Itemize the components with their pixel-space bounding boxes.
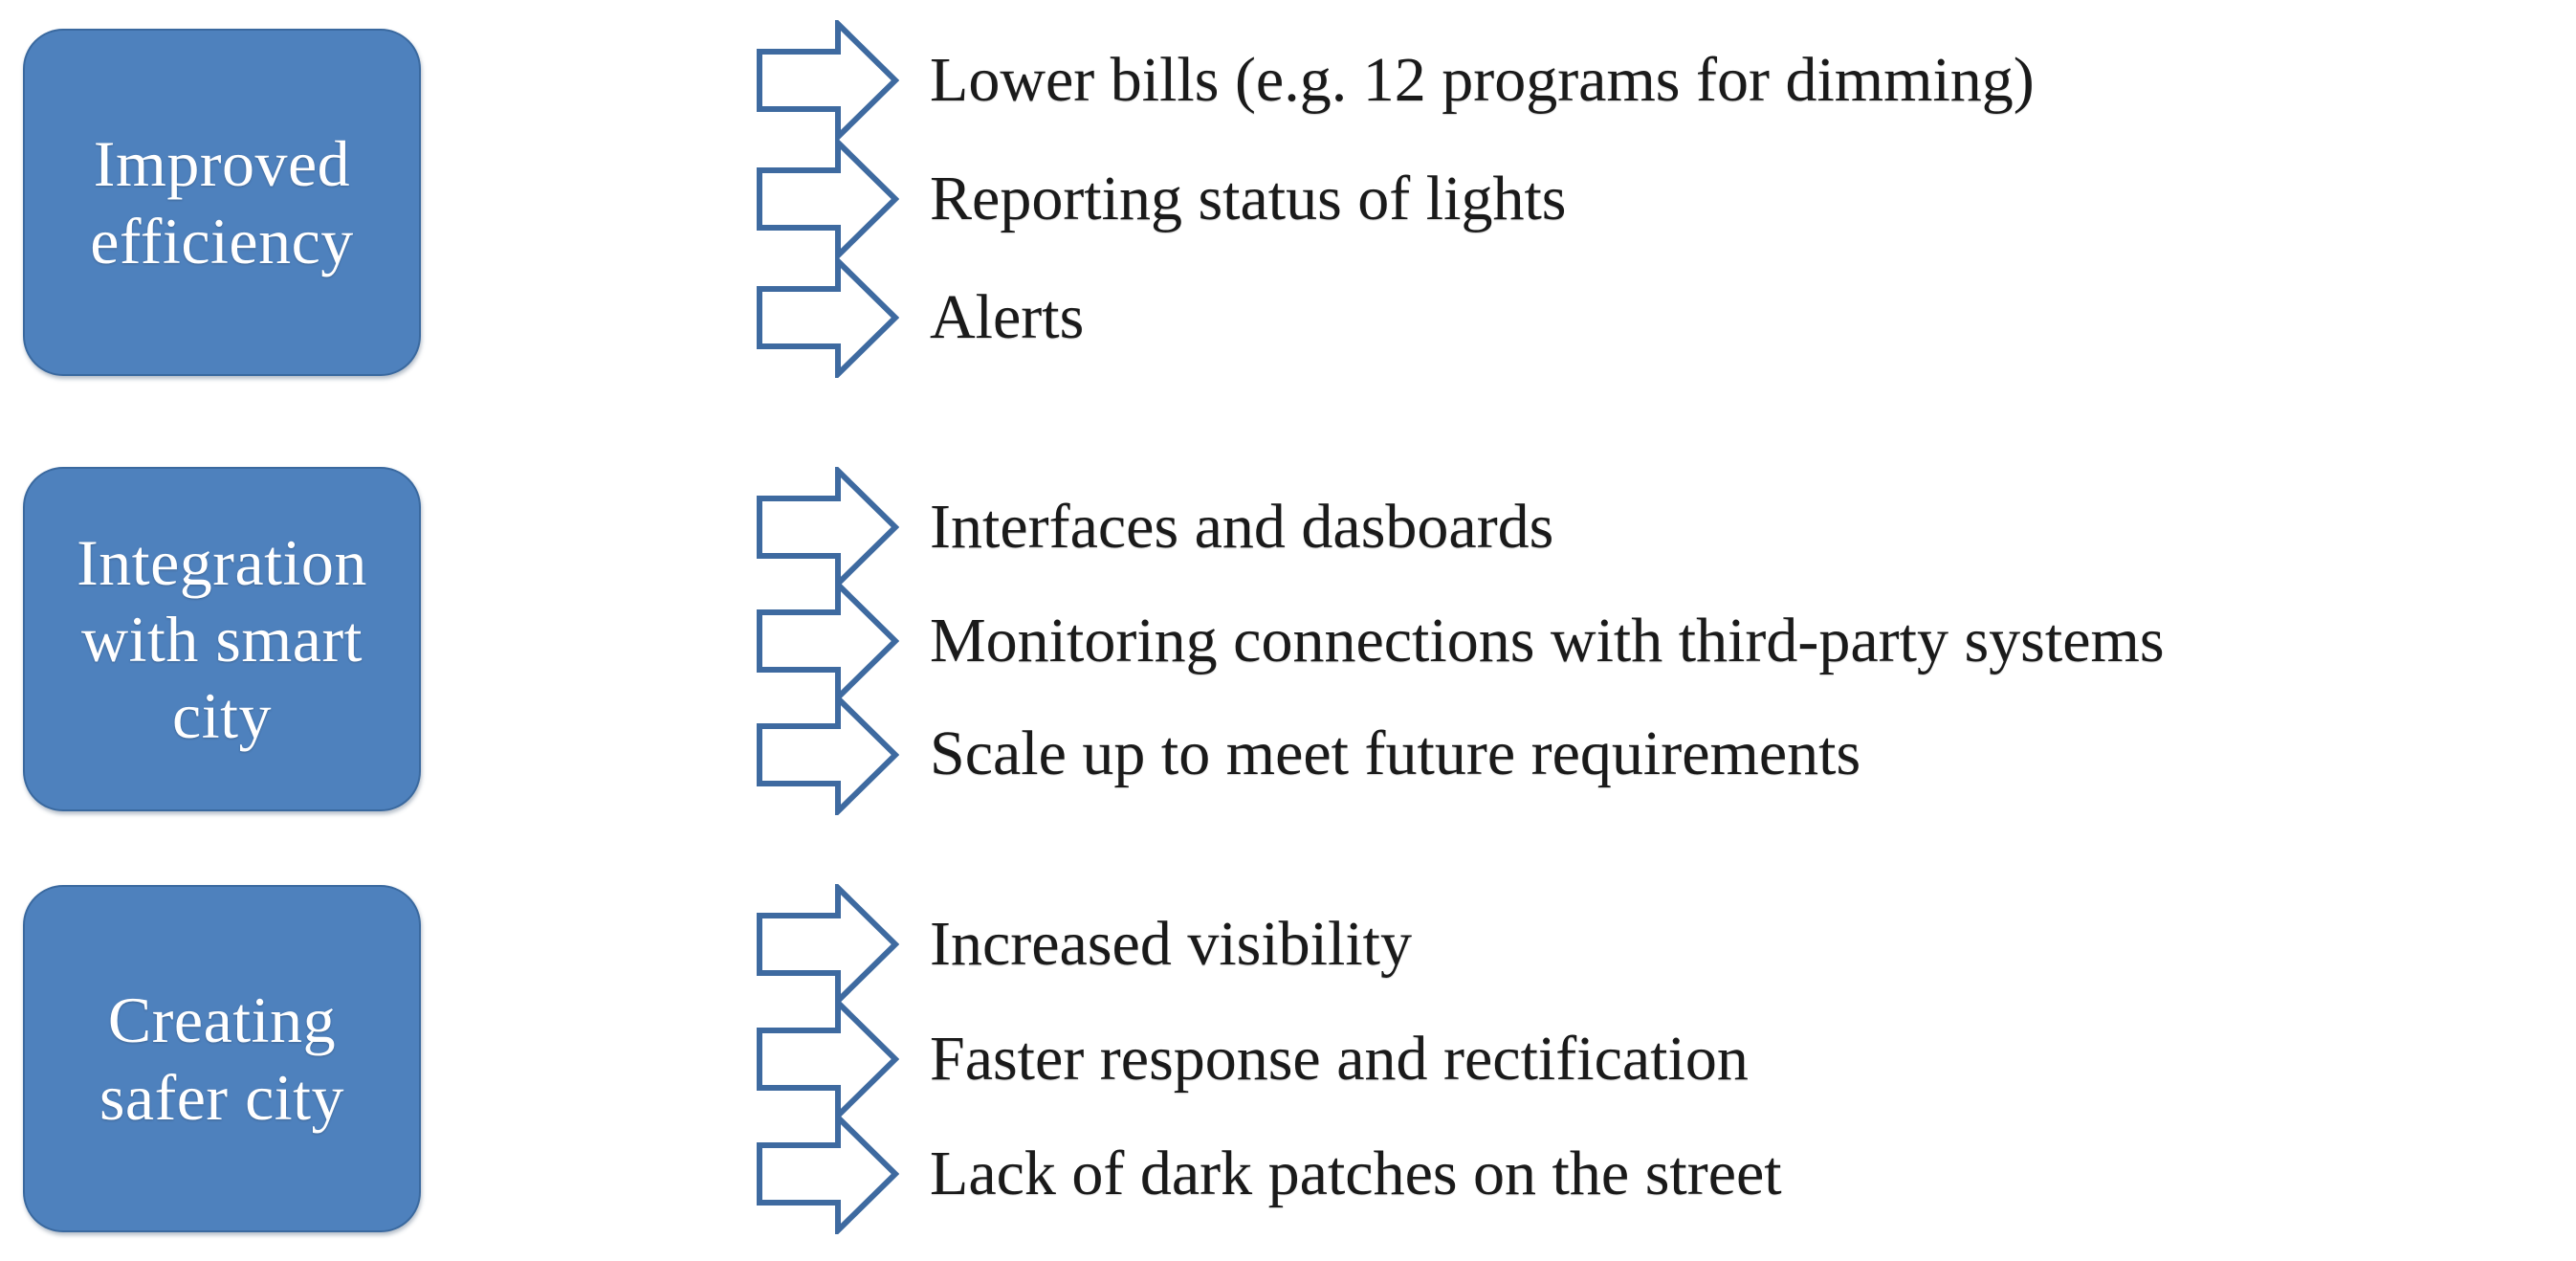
list-item-label: Reporting status of lights [930,163,1567,233]
right-block-arrow-icon [757,1114,899,1234]
list-item[interactable]: Increased visibility [756,884,2573,1005]
category-label: Improved efficiency [90,127,354,277]
list-item-label: Lower bills (e.g. 12 programs for dimmin… [930,44,2035,115]
right-block-arrow-icon [757,694,899,815]
list-item[interactable]: Alerts [756,257,2573,378]
list-item-label: Faster response and rectification [930,1023,1749,1094]
category-label: Creating safer city [99,984,345,1134]
list-item-label: Monitoring connections with third-party … [930,605,2165,675]
bullet-list: Interfaces and dasboards Monitoring conn… [756,467,2573,815]
right-block-arrow-icon [757,999,899,1119]
benefit-group: Improved efficiency Lower bills (e.g. 12… [0,20,2576,378]
bullet-list: Increased visibility Faster response and… [756,884,2573,1234]
benefit-group: Creating safer city Increased visibility… [0,884,2576,1234]
right-block-arrow-icon [757,257,899,378]
list-item-label: Increased visibility [930,908,1413,979]
list-item[interactable]: Interfaces and dasboards [756,467,2573,588]
right-block-arrow-icon [757,467,899,588]
list-item[interactable]: Reporting status of lights [756,139,2573,259]
category-box-creating-safer-city[interactable]: Creating safer city [23,885,421,1232]
list-item-label: Alerts [930,281,1085,352]
category-box-improved-efficiency[interactable]: Improved efficiency [23,29,421,376]
right-block-arrow-icon [757,884,899,1005]
list-item[interactable]: Scale up to meet future requirements [756,694,2573,815]
list-item[interactable]: Faster response and rectification [756,999,2573,1119]
list-item[interactable]: Lower bills (e.g. 12 programs for dimmin… [756,20,2573,141]
category-box-integration-with-smart-city[interactable]: Integration with smart city [23,467,421,811]
list-item[interactable]: Monitoring connections with third-party … [756,581,2573,701]
category-label: Integration with smart city [77,525,367,753]
list-item-label: Interfaces and dasboards [930,492,1554,563]
benefit-group: Integration with smart city Interfaces a… [0,467,2576,815]
right-block-arrow-icon [757,581,899,701]
bullet-list: Lower bills (e.g. 12 programs for dimmin… [756,20,2573,378]
list-item-label: Scale up to meet future requirements [930,719,1861,789]
right-block-arrow-icon [757,139,899,259]
right-block-arrow-icon [757,20,899,141]
list-item[interactable]: Lack of dark patches on the street [756,1114,2573,1234]
list-item-label: Lack of dark patches on the street [930,1138,1782,1208]
